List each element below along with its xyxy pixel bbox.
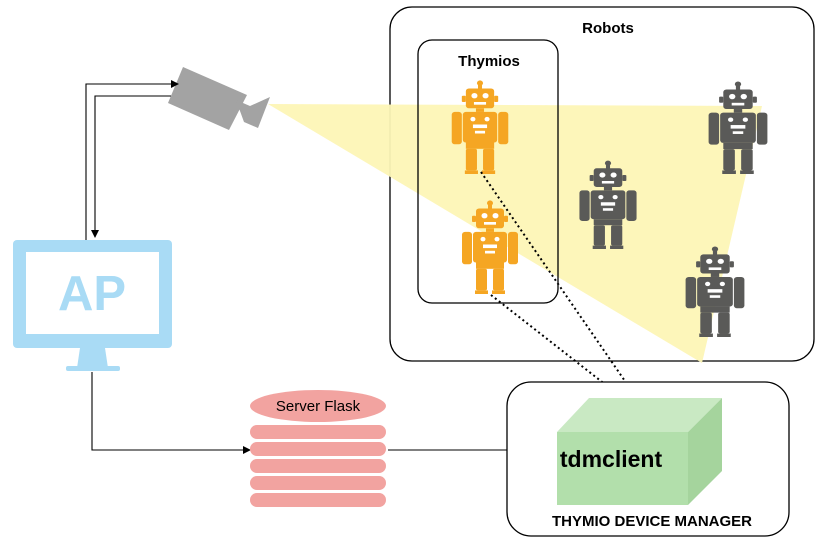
video-camera-icon (168, 67, 270, 130)
ap-to-server-connector (91, 372, 251, 454)
thymios-group-box (417, 39, 559, 304)
camera-to-ap-connector (91, 95, 171, 238)
box-3d-icon (557, 398, 722, 505)
server-label: Server Flask (276, 398, 361, 415)
thymio-link-dotted (490, 294, 621, 397)
ap-to-camera-connector (85, 80, 179, 240)
monitor-icon (13, 240, 172, 371)
device-manager-title: THYMIO DEVICE MANAGER (552, 513, 752, 530)
thymio-link-dotted (480, 171, 639, 401)
tdmclient-label: tdmclient (560, 446, 663, 472)
robots-group-title: Robots (582, 20, 634, 37)
database-icon (250, 390, 386, 507)
thymios-group-title: Thymios (458, 53, 520, 70)
ap-label: AP (58, 267, 126, 321)
